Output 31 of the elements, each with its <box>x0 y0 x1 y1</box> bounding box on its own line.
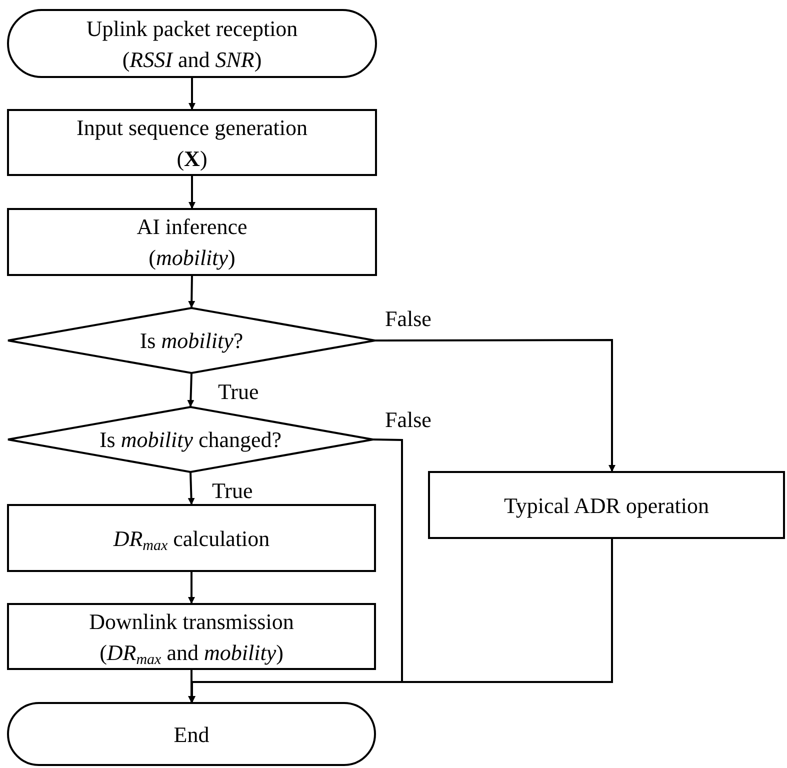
decision-diamond <box>8 407 373 472</box>
arrow <box>188 472 195 506</box>
node-text: (RSSI and SNR) <box>122 46 262 74</box>
process-box <box>8 209 376 275</box>
node-text: AI inference <box>136 213 248 241</box>
arrow <box>375 339 616 472</box>
node-text: (mobility) <box>148 244 236 272</box>
arrow <box>188 175 196 209</box>
node-text: Input sequence generation <box>76 114 308 142</box>
terminal-shape <box>8 10 376 77</box>
decision-diamond <box>8 308 375 373</box>
node-text: Is mobility changed? <box>99 426 282 454</box>
node-text: (DR$_{max}$ and mobility) <box>100 638 284 668</box>
arrow <box>188 538 613 703</box>
arrow <box>188 274 196 308</box>
arrow <box>188 669 195 703</box>
node-text: End <box>174 720 210 748</box>
node-text: Typical ADR operation <box>504 492 709 520</box>
process-box <box>8 110 376 175</box>
process-box <box>8 604 375 669</box>
node-text: Downlink transmission <box>89 608 294 636</box>
node-text: Uplink packet reception <box>86 14 298 43</box>
process-box <box>429 472 784 538</box>
terminal-shape <box>8 703 375 765</box>
process-box <box>8 505 375 571</box>
arrow <box>188 77 196 110</box>
node-text: DR$_{max}$ calculation <box>113 524 270 554</box>
node-text: Is mobility? <box>140 327 244 355</box>
arrow <box>187 372 194 408</box>
arrow <box>188 571 195 604</box>
node-text: (X) <box>176 144 208 173</box>
